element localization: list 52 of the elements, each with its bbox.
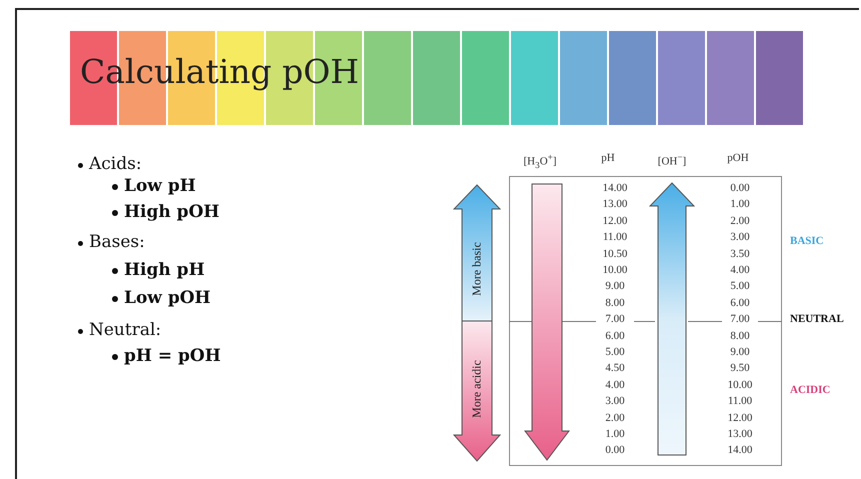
arrow-label: More acidic (470, 360, 484, 418)
table-value: 3.50 (728, 248, 752, 260)
table-value: 5.00 (728, 280, 752, 292)
zone-label: BASIC (790, 235, 824, 247)
table-value: 7.00 (603, 313, 627, 326)
zone-label: ACIDIC (790, 384, 830, 396)
table-value: 11.00 (726, 395, 754, 408)
table-value: 3.00 (603, 395, 627, 408)
table-value: 14.00 (600, 182, 630, 194)
table-value: 9.00 (603, 280, 627, 292)
bullet-item: Neutral: (89, 320, 162, 340)
bullet-item: Bases: (89, 232, 145, 252)
table-value: 10.00 (726, 378, 754, 391)
table-value: 7.00 (728, 313, 752, 326)
bullet-item: Low pOH (124, 288, 211, 308)
bullet-item: Acids: (89, 154, 142, 174)
bullet-item: High pOH (124, 202, 220, 222)
table-value: 0.00 (728, 182, 752, 194)
table-value: 14.00 (726, 444, 754, 456)
zone-label: NEUTRAL (790, 313, 844, 325)
table-value: 8.00 (603, 296, 627, 309)
table-value: 1.00 (728, 198, 752, 210)
table-value: 12.00 (726, 412, 754, 424)
table-value: 9.50 (728, 362, 752, 374)
column-header: [H$_{3}$O$^{+}$] (524, 152, 556, 170)
table-value: 4.00 (603, 378, 627, 391)
table-value: 4.00 (728, 264, 752, 276)
table-value: 2.00 (603, 412, 627, 424)
table-value: 11.00 (600, 231, 630, 244)
table-value: 9.00 (728, 346, 752, 358)
table-value: 0.00 (603, 444, 627, 456)
table-value: 2.00 (728, 214, 752, 227)
table-value: 6.00 (728, 296, 752, 309)
table-value: 3.00 (728, 231, 752, 244)
table-value: 8.00 (728, 330, 752, 342)
table-value: 13.00 (600, 198, 630, 210)
arrow-label: More basic (470, 242, 484, 296)
column-header: pH (601, 152, 615, 164)
table-value: 6.00 (603, 330, 627, 342)
column-header: [OH$^{−}$] (658, 152, 686, 168)
table-value: 12.00 (600, 214, 630, 227)
table-value: 10.50 (600, 248, 630, 260)
table-value: 5.00 (603, 346, 627, 358)
table-value: 13.00 (726, 428, 754, 440)
double-arrow (453, 184, 501, 462)
table-value: 4.50 (603, 362, 627, 374)
table-value: 10.00 (600, 264, 630, 276)
bullet-item: Low pH (124, 176, 196, 196)
table-value: 1.00 (603, 428, 627, 440)
column-header: pOH (727, 152, 749, 164)
bullet-item: High pH (124, 260, 205, 280)
bullet-item: pH = pOH (124, 346, 221, 366)
